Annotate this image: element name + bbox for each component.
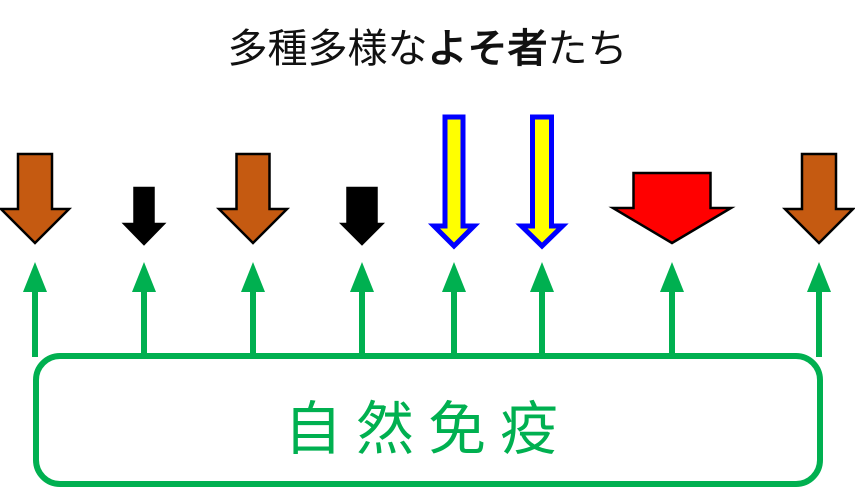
immune-response-arrowhead-icon — [807, 262, 831, 292]
brown-arrow-icon — [0, 152, 73, 245]
title-suffix: たち — [547, 26, 628, 72]
innate-immunity-box — [33, 353, 823, 487]
black-arrow-icon — [121, 186, 167, 246]
yellow-arrow-icon — [427, 114, 481, 250]
yellow-arrow-icon — [515, 114, 569, 250]
diagram-title: 多種多様なよそ者たち — [0, 16, 855, 74]
title-emphasis: よそ者 — [427, 26, 548, 72]
immune-response-arrowhead-icon — [23, 262, 47, 292]
brown-arrow-icon — [215, 152, 291, 245]
immune-response-arrowhead-icon — [132, 262, 156, 292]
immune-response-arrowhead-icon — [442, 262, 466, 292]
black-arrow-icon — [338, 186, 386, 246]
title-prefix: 多種多様な — [227, 26, 428, 72]
immune-response-arrowhead-icon — [350, 262, 374, 292]
immune-response-arrowhead-icon — [530, 262, 554, 292]
innate-immunity-label: 自然免疫 — [283, 395, 572, 463]
brown-arrow-icon — [781, 152, 855, 245]
immune-response-arrowhead-icon — [660, 262, 684, 292]
immune-response-arrowhead-icon — [241, 262, 265, 292]
red-arrow-icon — [608, 171, 736, 245]
